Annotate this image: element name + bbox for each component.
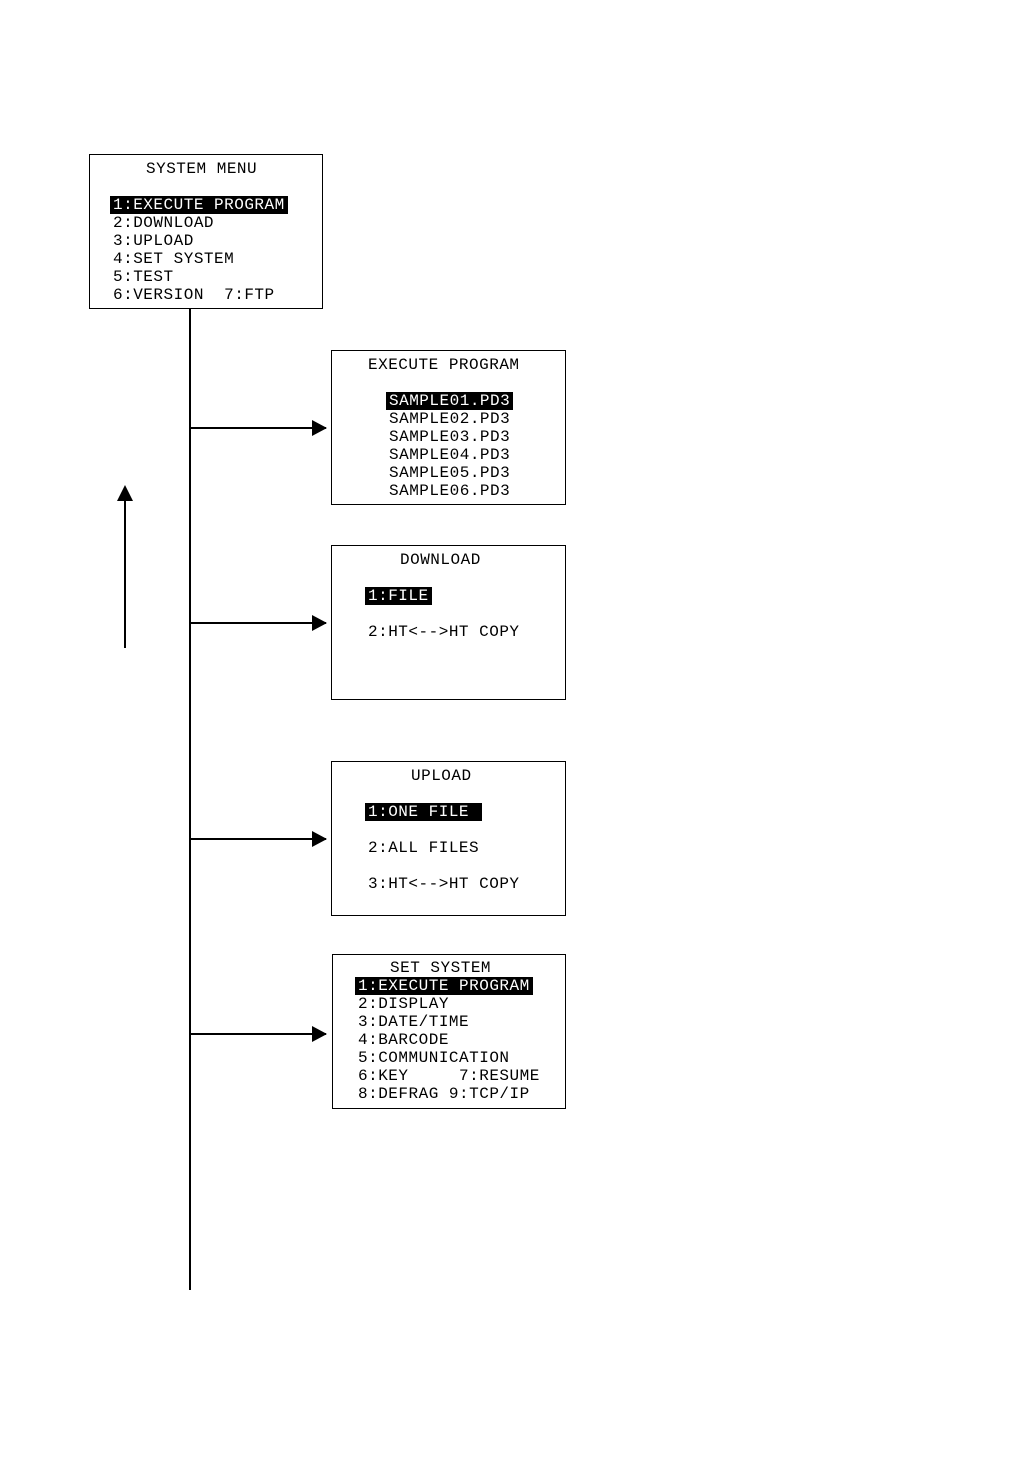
menu-item-defrag-tcpip[interactable]: 8:DEFRAG 9:TCP/IP bbox=[358, 1085, 530, 1103]
screen-title: SYSTEM MENU bbox=[146, 160, 258, 178]
menu-item-key-resume[interactable]: 6:KEY 7:RESUME bbox=[358, 1067, 540, 1085]
selected-highlight: SAMPLE01.PD3 bbox=[386, 392, 514, 410]
menu-item-set-system[interactable]: 4:SET SYSTEM bbox=[113, 250, 235, 268]
program-file-item[interactable]: SAMPLE02.PD3 bbox=[389, 410, 511, 428]
screen-title: DOWNLOAD bbox=[400, 551, 481, 569]
system-menu-screen: SYSTEM MENU 1:EXECUTE PROGRAM 2:DOWNLOAD… bbox=[89, 154, 323, 309]
screen-title: UPLOAD bbox=[411, 767, 472, 785]
screen-title: SET SYSTEM bbox=[390, 959, 492, 977]
program-file-item[interactable]: SAMPLE01.PD3 bbox=[386, 392, 514, 410]
menu-item-ht-copy[interactable]: 3:HT<-->HT COPY bbox=[368, 875, 520, 893]
menu-item-ht-copy[interactable]: 2:HT<-->HT COPY bbox=[368, 623, 520, 641]
execute-program-screen: EXECUTE PROGRAM SAMPLE01.PD3 SAMPLE02.PD… bbox=[331, 350, 566, 505]
menu-item-barcode[interactable]: 4:BARCODE bbox=[358, 1031, 449, 1049]
menu-item-version-ftp[interactable]: 6:VERSION 7:FTP bbox=[113, 286, 275, 304]
program-file-item[interactable]: SAMPLE05.PD3 bbox=[389, 464, 511, 482]
menu-item-date-time[interactable]: 3:DATE/TIME bbox=[358, 1013, 470, 1031]
selected-highlight: 1:FILE bbox=[365, 587, 432, 605]
menu-item-download[interactable]: 2:DOWNLOAD bbox=[113, 214, 215, 232]
menu-item-file[interactable]: 1:FILE bbox=[365, 587, 432, 605]
menu-item-all-files[interactable]: 2:ALL FILES bbox=[368, 839, 480, 857]
menu-item-upload[interactable]: 3:UPLOAD bbox=[113, 232, 194, 250]
program-file-item[interactable]: SAMPLE03.PD3 bbox=[389, 428, 511, 446]
menu-item-display[interactable]: 2:DISPLAY bbox=[358, 995, 449, 1013]
menu-item-one-file[interactable]: 1:ONE FILE bbox=[365, 803, 483, 821]
menu-item-execute-program[interactable]: 1:EXECUTE PROGRAM bbox=[110, 196, 288, 214]
download-screen: DOWNLOAD 1:FILE 2:HT<-->HT COPY bbox=[331, 545, 566, 700]
screen-title: EXECUTE PROGRAM bbox=[368, 356, 520, 374]
set-system-screen: SET SYSTEM 1:EXECUTE PROGRAM 2:DISPLAY 3… bbox=[332, 954, 566, 1109]
menu-item-execute-program[interactable]: 1:EXECUTE PROGRAM bbox=[355, 977, 533, 995]
menu-item-communication[interactable]: 5:COMMUNICATION bbox=[358, 1049, 510, 1067]
program-file-item[interactable]: SAMPLE06.PD3 bbox=[389, 482, 511, 500]
program-file-item[interactable]: SAMPLE04.PD3 bbox=[389, 446, 511, 464]
selected-highlight: 1:ONE FILE bbox=[365, 803, 483, 821]
selected-highlight: 1:EXECUTE PROGRAM bbox=[355, 977, 533, 995]
menu-item-test[interactable]: 5:TEST bbox=[113, 268, 174, 286]
selected-highlight: 1:EXECUTE PROGRAM bbox=[110, 196, 288, 214]
upload-screen: UPLOAD 1:ONE FILE 2:ALL FILES 3:HT<-->HT… bbox=[331, 761, 566, 916]
